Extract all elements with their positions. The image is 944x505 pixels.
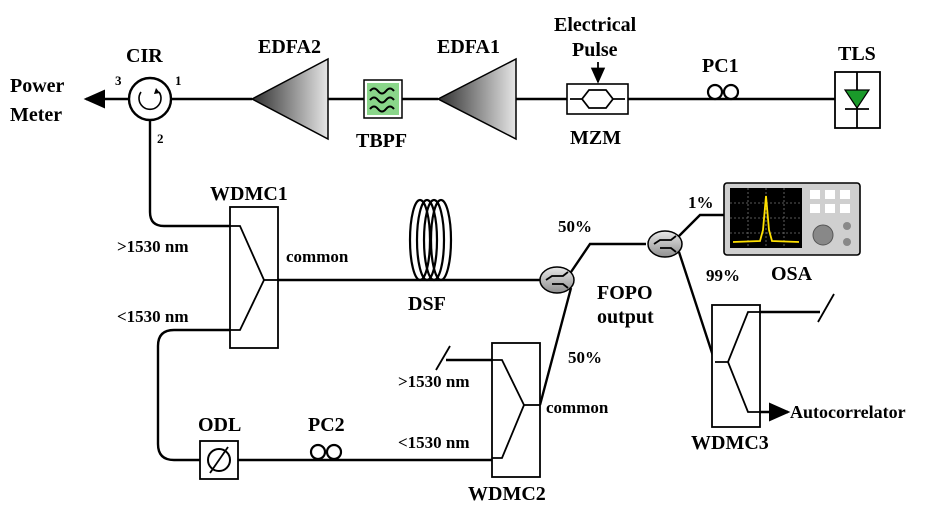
wdm-coupler-icon xyxy=(711,304,761,428)
fiber-spool-icon xyxy=(408,198,453,282)
dsf-label: DSF xyxy=(408,293,446,315)
mzm: Electrical Pulse MZM xyxy=(554,14,637,149)
wdmc3: Autocorrelator WDMC3 xyxy=(691,293,906,454)
polarization-controller-icon xyxy=(309,443,343,461)
power-meter-label-2: Meter xyxy=(10,104,62,126)
coupler2-99pct-label: 99% xyxy=(706,266,740,285)
odl: ODL xyxy=(198,414,241,480)
wdm-coupler-icon xyxy=(229,206,279,349)
fopo-label-2: output xyxy=(597,306,654,328)
coupler2-1pct-label: 1% xyxy=(688,193,714,212)
wdmc1: WDMC1 >1530 nm <1530 nm common xyxy=(117,183,349,349)
cir-label: CIR xyxy=(126,45,163,67)
coupler2: 1% 99% xyxy=(647,193,740,363)
dsf: DSF xyxy=(408,198,453,315)
wdmc3-label: WDMC3 xyxy=(691,432,769,454)
spectrum-analyzer-icon xyxy=(723,182,861,256)
polarization-controller-icon xyxy=(706,83,740,101)
wdmc1-lt-label: <1530 nm xyxy=(117,307,189,326)
mzm-label: MZM xyxy=(570,127,621,149)
autocorrelator-label: Autocorrelator xyxy=(790,402,906,422)
tbpf: TBPF xyxy=(356,79,407,152)
coupler1-bottom-label: 50% xyxy=(568,348,602,367)
coupler-icon xyxy=(647,230,683,258)
circulator-icon xyxy=(127,76,173,122)
pc1: PC1 xyxy=(702,55,740,101)
wdmc2-label: WDMC2 xyxy=(468,483,546,505)
wdm-coupler-icon xyxy=(491,342,541,478)
electrical-pulse-label-2: Pulse xyxy=(572,39,618,61)
edfa2: EDFA2 xyxy=(250,36,329,141)
cir-port-3: 3 xyxy=(115,73,122,88)
wdmc1-gt-label: >1530 nm xyxy=(117,237,189,256)
wdmc2-common-label: common xyxy=(546,398,609,417)
circulator: CIR 1 2 3 xyxy=(115,45,182,146)
osa: OSA xyxy=(723,182,861,285)
wdmc2-lt-label: <1530 nm xyxy=(398,433,470,452)
pc2: PC2 xyxy=(308,414,345,461)
tls-label: TLS xyxy=(838,43,876,65)
amplifier-icon xyxy=(436,57,517,141)
amplifier-icon xyxy=(250,57,329,141)
electrical-pulse-label-1: Electrical xyxy=(554,14,637,36)
pc2-label: PC2 xyxy=(308,414,345,436)
wdmc1-common-label: common xyxy=(286,247,349,266)
wdmc1-label: WDMC1 xyxy=(210,183,288,205)
osa-label: OSA xyxy=(771,263,813,285)
coupler1-top-label: 50% xyxy=(558,217,592,236)
edfa1: EDFA1 xyxy=(436,36,517,141)
tbpf-label: TBPF xyxy=(356,130,407,152)
wdmc1-to-odl-fiber xyxy=(156,328,230,462)
wdmc2-gt-label: >1530 nm xyxy=(398,372,470,391)
coupler1: 50% 50% FOPO output xyxy=(538,217,654,406)
wdmc2: >1530 nm <1530 nm common WDMC2 xyxy=(398,342,609,505)
tls: TLS xyxy=(834,43,881,129)
coupler-icon xyxy=(539,266,575,294)
pc1-label: PC1 xyxy=(702,55,739,77)
odl-label: ODL xyxy=(198,414,241,436)
fopo-label-1: FOPO xyxy=(597,282,653,304)
power-meter-output: Power Meter xyxy=(10,75,128,126)
cir-port-1: 1 xyxy=(175,73,182,88)
edfa1-label: EDFA1 xyxy=(437,36,500,58)
power-meter-label-1: Power xyxy=(10,75,65,97)
edfa2-label: EDFA2 xyxy=(258,36,321,58)
cir-port-2: 2 xyxy=(157,131,164,146)
cir-to-wdmc1-fiber xyxy=(148,120,230,228)
